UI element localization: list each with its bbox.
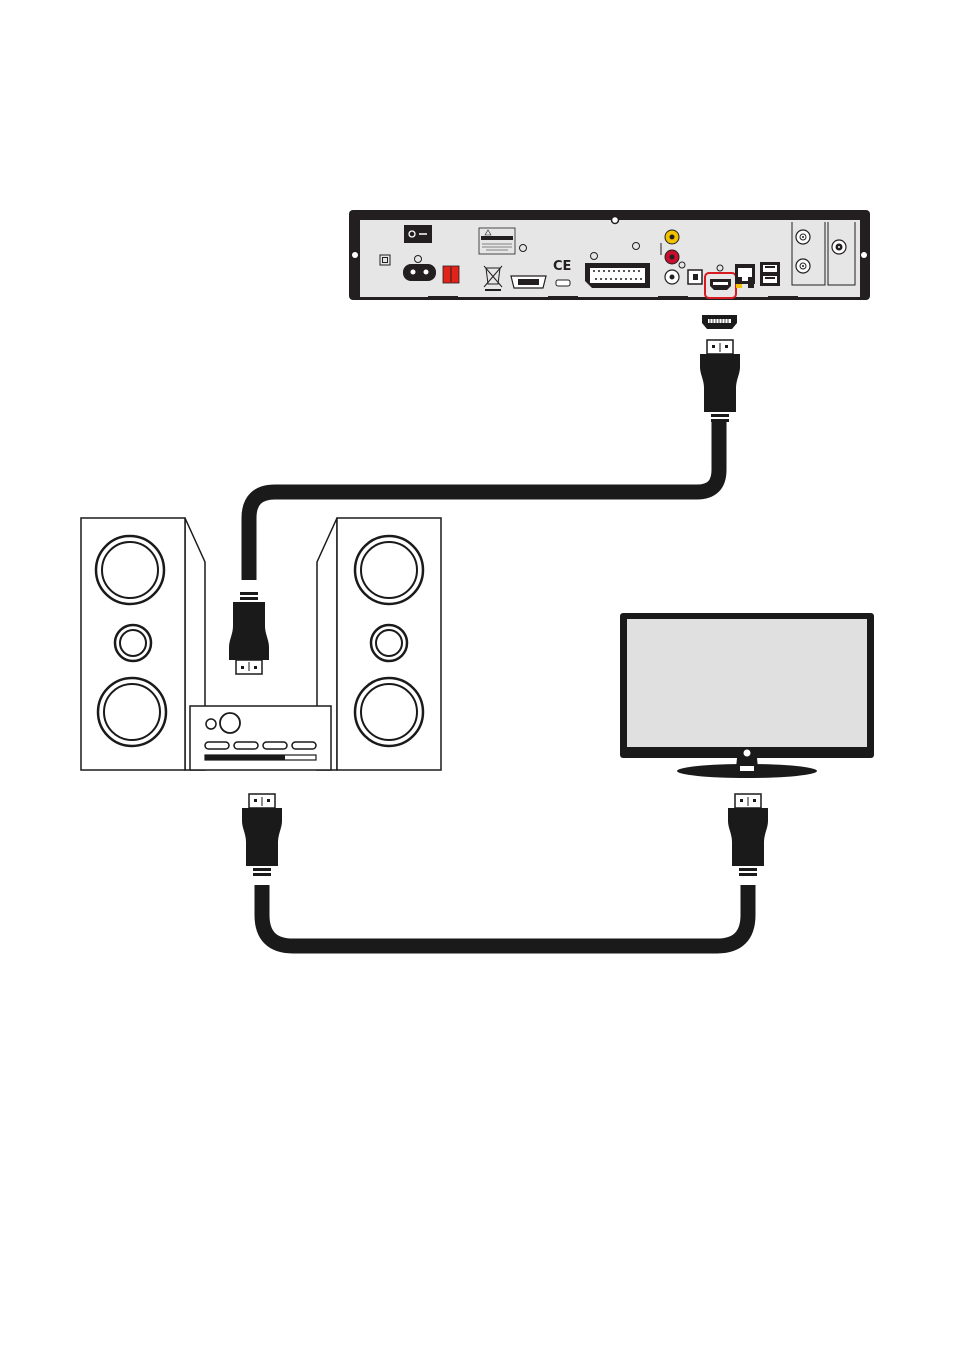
optical-port: [688, 270, 702, 284]
antenna-output: [796, 259, 810, 273]
hdmi-plug-icon: [700, 340, 740, 422]
tv-power-led: [744, 750, 751, 757]
usb-ports: [760, 262, 780, 286]
serial-port: [511, 276, 546, 288]
receiver-rear-panel: CE: [349, 210, 870, 300]
flat-screen-tv: [620, 613, 874, 778]
right-speaker: [317, 518, 441, 770]
receiver-foot: [548, 296, 578, 300]
audio-rca-jack-white: [665, 270, 679, 284]
satellite-input: [832, 240, 846, 254]
tv-screen: [627, 619, 867, 747]
screw-right: [861, 252, 867, 258]
tv-stand-logo: [740, 766, 754, 771]
screw-top: [612, 217, 619, 224]
amplifier-unit: [190, 706, 331, 770]
mini-usb-port: [556, 280, 570, 286]
video-rca-jack: [665, 230, 679, 244]
receiver-foot: [658, 296, 688, 300]
hdmi-cable-audio-to-tv: [242, 794, 768, 946]
left-speaker: [81, 518, 205, 770]
receiver-foot: [768, 296, 798, 300]
screw-left: [352, 252, 358, 258]
hdmi-plug-icon: [242, 794, 282, 876]
antenna-input: [796, 230, 810, 244]
hdmi-plug-icon: [728, 794, 768, 876]
audio-rca-jack: [665, 250, 679, 264]
receiver-foot: [428, 296, 458, 300]
hdmi-plug-icon: [229, 592, 269, 674]
red-connector: [443, 266, 459, 283]
ce-mark: CE: [553, 259, 571, 274]
power-switch-icon: [404, 225, 432, 243]
hdmi-port-icon: [702, 315, 737, 329]
